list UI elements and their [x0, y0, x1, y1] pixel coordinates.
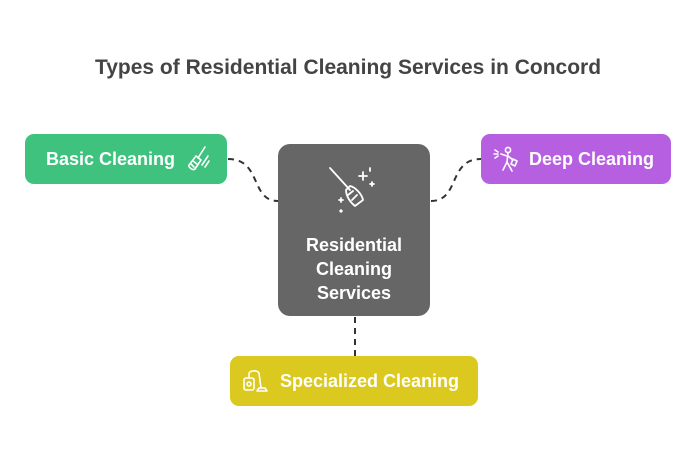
node-specialized-cleaning-label: Specialized Cleaning: [280, 370, 460, 391]
connector-deep: [430, 158, 482, 202]
vacuum-cleaner-icon: [240, 366, 270, 396]
node-deep-cleaning-label: Deep Cleaning: [529, 148, 655, 169]
node-basic-cleaning-label: Basic Cleaning: [46, 148, 176, 169]
node-basic-cleaning[interactable]: Basic Cleaning: [25, 134, 227, 184]
person-spraying-icon: [491, 144, 521, 174]
connector-basic: [227, 158, 279, 202]
node-deep-cleaning[interactable]: Deep Cleaning: [481, 134, 671, 184]
central-node-label: Residential Cleaning Services: [305, 235, 403, 303]
node-specialized-cleaning[interactable]: Specialized Cleaning: [230, 356, 478, 406]
diagram-title: Types of Residential Cleaning Services i…: [94, 56, 602, 79]
central-node[interactable]: Residential Cleaning Services: [278, 144, 430, 316]
broom-sparkle-icon: [326, 164, 382, 225]
broom-icon: [183, 144, 213, 174]
